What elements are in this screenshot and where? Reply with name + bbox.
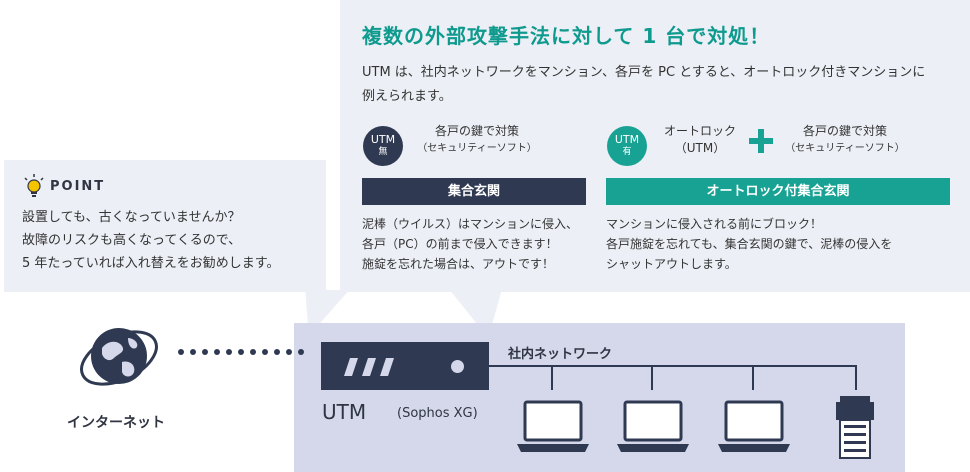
utm-vent-icon xyxy=(344,358,394,376)
right-key-label: 各戸の鍵で対策 （セキュリティーソフト） xyxy=(780,123,910,157)
printer-icon xyxy=(836,396,874,459)
utm-none-badge-main: UTM xyxy=(370,133,396,146)
right-text-line-2: 各戸施錠を忘れても、集合玄関の鍵で、泥棒の侵入を xyxy=(606,237,893,251)
point-line-1: 設置しても、古くなっていませんか？ xyxy=(22,210,241,225)
internet-connection-line xyxy=(178,349,304,355)
laptop-icon xyxy=(617,400,689,452)
utm-power-light xyxy=(451,360,464,373)
point-title: POINT xyxy=(50,179,106,194)
left-text-line-2: 各戸（PC）の前まで侵入できます！ xyxy=(362,237,558,251)
utm-present-badge-main: UTM xyxy=(614,133,640,146)
autolock-entrance-bar: オートロック付集合玄関 xyxy=(606,178,950,205)
internet-label: インターネット xyxy=(67,415,165,431)
lan-lines xyxy=(489,365,857,390)
right-text-line-1: マンションに侵入される前にブロック！ xyxy=(606,217,823,231)
lan-label: 社内ネットワーク xyxy=(508,347,613,362)
plus-icon xyxy=(749,129,773,153)
autolock-label: オートロック （UTM） xyxy=(655,123,745,157)
laptop-icon xyxy=(517,400,589,452)
right-key-label-line2: （セキュリティーソフト） xyxy=(785,143,905,154)
main-description: UTM は、社内ネットワークをマンション、各戸を PC とすると、オートロック付… xyxy=(362,65,926,104)
autolock-label-line1: オートロック xyxy=(663,124,736,138)
point-panel xyxy=(4,160,326,292)
left-key-label-line1: 各戸の鍵で対策 xyxy=(434,124,519,138)
right-text-line-3: シャットアウトします。 xyxy=(606,257,737,271)
point-text: 設置しても、古くなっていませんか？ 故障のリスクも高くなってくるので、 5 年た… xyxy=(22,206,279,275)
autolock-label-line2: （UTM） xyxy=(674,141,726,155)
utm-none-badge: UTM 無 xyxy=(363,126,403,166)
left-description: 泥棒（ウイルス）はマンションに侵入、 各戸（PC）の前まで侵入できます！ 施錠を… xyxy=(362,214,578,274)
utm-none-badge-sub: 無 xyxy=(378,147,388,157)
main-title: 複数の外部攻撃手法に対して 1 台で対処！ xyxy=(362,24,771,48)
utm-present-badge: UTM 有 xyxy=(607,126,647,166)
right-key-label-line1: 各戸の鍵で対策 xyxy=(802,124,887,138)
left-key-label: 各戸の鍵で対策 （セキュリティーソフト） xyxy=(412,123,542,157)
point-line-3: 5 年たっていれば入れ替えをお勧めします。 xyxy=(22,256,280,271)
lightbulb-icon xyxy=(24,174,44,197)
utm-model-label: (Sophos XG) xyxy=(397,406,478,421)
left-text-line-1: 泥棒（ウイルス）はマンションに侵入、 xyxy=(362,217,579,231)
main-panel xyxy=(340,0,970,292)
utm-label: UTM xyxy=(322,400,367,424)
right-description: マンションに侵入される前にブロック！ 各戸施錠を忘れても、集合玄関の鍵で、泥棒の… xyxy=(606,214,892,274)
point-line-2: 故障のリスクも高くなってくるので、 xyxy=(22,233,242,248)
left-key-label-line2: （セキュリティーソフト） xyxy=(417,143,537,154)
globe-icon xyxy=(80,328,158,386)
shared-entrance-bar: 集合玄関 xyxy=(362,178,586,205)
left-text-line-3: 施錠を忘れた場合は、アウトです！ xyxy=(362,257,555,271)
laptop-icon xyxy=(718,400,790,452)
utm-present-badge-sub: 有 xyxy=(622,147,632,157)
